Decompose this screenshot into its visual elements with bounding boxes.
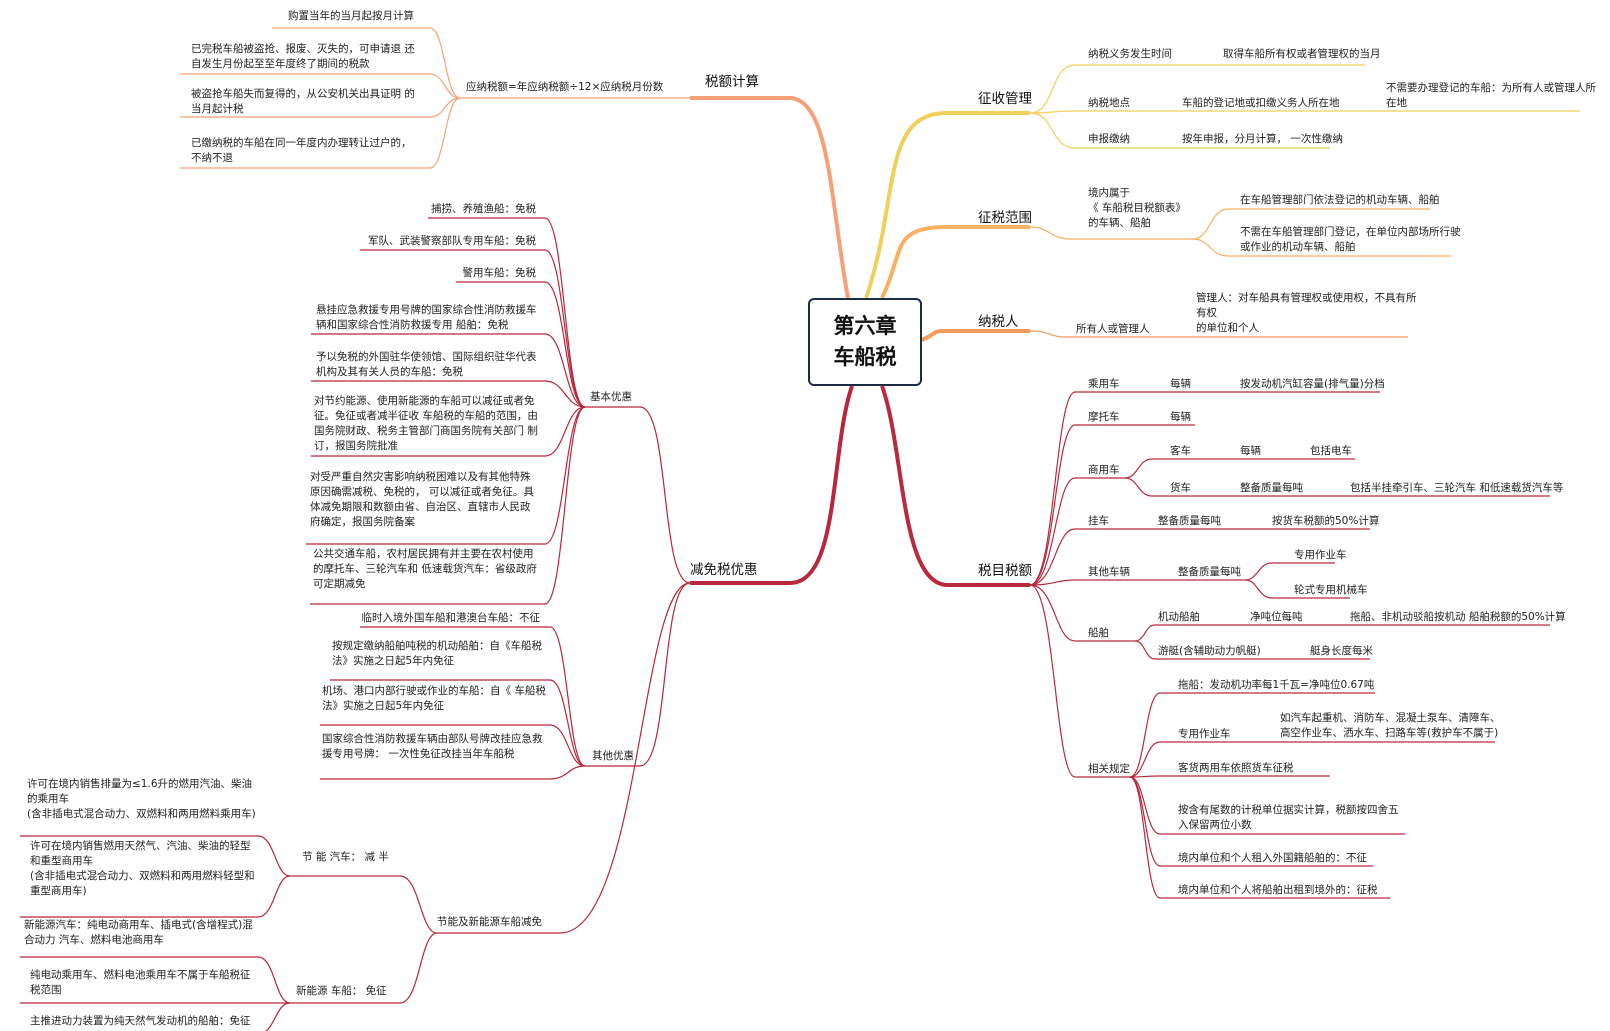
branch-scope: 征税范围 — [978, 210, 1032, 226]
root-topic: 第六章 车船税 — [808, 298, 922, 386]
basic-fishing: 捕捞、养殖渔船：免税 — [431, 203, 536, 215]
links-taxpayer — [1029, 330, 1408, 338]
relief-other: 其他优惠 — [592, 750, 634, 762]
rule-lease-out: 境内单位和个人将船舶出租到境外的：征税 — [1178, 884, 1378, 896]
collection-filing-label: 申报缴纳 — [1088, 133, 1130, 145]
basic-military: 军队、武装警察部队专用车船：免税 — [368, 235, 536, 247]
items-other-wheeled: 轮式专用机械车 — [1294, 584, 1368, 596]
items-moto: 摩托车 — [1088, 411, 1120, 423]
new-ship: 主推进动力装置为纯天然气发动机的船舶：免征 — [30, 1015, 251, 1027]
energy-new: 新能源 车船： 免征 — [296, 985, 387, 997]
items-trailer: 挂车 — [1088, 515, 1109, 527]
calc-transfer: 已缴纳税的车船在同一年度内办理转让过户的， 不纳不退 — [191, 137, 412, 164]
links-scope — [1029, 208, 1452, 257]
calc-formula: 应纳税额=年应纳税额÷12×应纳税月份数 — [466, 81, 664, 93]
basic-public-transport: 公共交通车船，农村居民拥有并主要在农村使用 的摩托车、三轮汽车和 低速载货汽车：… — [313, 548, 537, 590]
items-vessel-motor: 机动船舶 — [1158, 611, 1200, 623]
scope-unregistered: 不需在车船管理部门登记，在单位内部场所行驶 或作业的机动车辆、船舶 — [1240, 226, 1461, 253]
links-collection — [1029, 64, 1580, 149]
branch-collection: 征收管理 — [978, 91, 1032, 107]
items-passenger-note: 按发动机汽缸容量(排气量)分档 — [1240, 378, 1385, 390]
collection-filing-detail: 按年申报，分月计算， 一次性缴纳 — [1182, 133, 1343, 145]
relief-basic: 基本优惠 — [590, 391, 632, 403]
other-plate-change: 国家综合性消防救援车辆由部队号牌改挂应急救 援专用号牌： 一次性免征改挂当年车船… — [322, 733, 543, 760]
items-moto-unit: 每辆 — [1170, 411, 1191, 423]
basic-energy-saving: 对节约能源、使用新能源的车船可以减征或者免 征。免征或者减半征收 车船税的车船的… — [314, 395, 538, 452]
items-vessel-yacht-unit: 艇身长度每米 — [1310, 645, 1373, 657]
items-bus-unit: 每辆 — [1240, 445, 1261, 457]
link-root-calc — [690, 96, 850, 299]
scope-registered: 在车船管理部门依法登记的机动车辆、船舶 — [1240, 194, 1440, 206]
items-other-special: 专用作业车 — [1294, 549, 1347, 561]
items-bus-note: 包括电车 — [1310, 445, 1352, 457]
branch-relief: 减免税优惠 — [690, 562, 758, 578]
branch-items: 税目税额 — [978, 563, 1032, 579]
taxpayer-manager: 管理人：对车船具有管理权或使用权，不具有所有权 的单位和个人 — [1196, 292, 1417, 334]
branch-taxpayer: 纳税人 — [978, 314, 1019, 330]
rule-lease-in: 境内单位和个人租入外国籍船舶的：不征 — [1178, 852, 1367, 864]
link-root-items — [880, 385, 1030, 587]
items-vessel: 船舶 — [1088, 627, 1109, 639]
relief-energy: 节能及新能源车船减免 — [437, 916, 542, 928]
collection-place-detail: 车船的登记地或扣缴义务人所在地 — [1182, 97, 1340, 109]
other-temporary: 临时入境外国车船和港澳台车船：不征 — [361, 612, 541, 624]
items-vessel-motor-unit: 净吨位每吨 — [1250, 611, 1303, 623]
items-vessel-motor-note: 拖船、非机动驳船按机动 船舶税额的50%计算 — [1350, 611, 1566, 623]
link-root-relief — [690, 385, 854, 585]
items-trailer-unit: 整备质量每吨 — [1158, 515, 1221, 527]
saving-passenger: 许可在境内销售排量为≤1.6升的燃用汽油、柴油 的乘用车 (含非插电式混合动力、… — [27, 778, 256, 820]
rule-rounding: 按含有尾数的计税单位据实计算，税额按四舍五 入保留两位小数 — [1178, 804, 1399, 831]
basic-diplomatic: 予以免税的外国驻华使领馆、国际组织驻华代表 机构及其有关人员的车船：免税 — [316, 351, 537, 378]
items-other: 其他车辆 — [1088, 566, 1130, 578]
items-passenger: 乘用车 — [1088, 378, 1120, 390]
new-passenger: 纯电动乘用车、燃料电池乘用车不属于车船税征 税范围 — [30, 969, 251, 996]
link-root-collection — [864, 110, 1030, 299]
new-commercial: 新能源汽车：纯电动商用车、插电式(含增程式)混 合动力 汽车、燃料电池商用车 — [24, 919, 253, 946]
taxpayer-owner: 所有人或管理人 — [1076, 323, 1150, 335]
basic-police: 警用车船：免税 — [462, 267, 537, 279]
items-commercial: 商用车 — [1088, 464, 1120, 476]
calc-refund: 已完税车船被盗抢、报废、灭失的，可申请退 还 自发生月份起至至年度终了期间的税款 — [191, 43, 415, 70]
collection-time-detail: 取得车船所有权或者管理权的当月 — [1223, 48, 1381, 60]
items-rules: 相关规定 — [1088, 763, 1130, 775]
link-root-scope — [880, 225, 1030, 299]
links-calc — [180, 27, 690, 169]
collection-time-label: 纳税义务发生时间 — [1088, 48, 1172, 60]
collection-place-extra: 不需要办理登记的车船：为所有人或管理人所在地 — [1386, 82, 1596, 109]
basic-disaster: 对受严重自然灾害影响纳税困难以及有其他特殊 原因确需减税、免税的， 可以减征或者… — [310, 471, 534, 528]
items-passenger-unit: 每辆 — [1170, 378, 1191, 390]
items-truck-unit: 整备质量每吨 — [1240, 482, 1303, 494]
rule-special-vehicle: 专用作业车 — [1178, 728, 1231, 740]
energy-saving: 节 能 汽车： 减 半 — [302, 851, 389, 863]
link-root-taxpayer — [921, 329, 1030, 342]
items-truck: 货车 — [1170, 482, 1191, 494]
links-relief — [20, 217, 691, 1031]
calc-recovered: 被盗抢车船失而复得的，从公安机关出具证明 的 当月起计税 — [191, 88, 415, 115]
branch-calc: 税额计算 — [705, 74, 759, 90]
items-bus: 客车 — [1170, 445, 1191, 457]
calc-purchase-year: 购置当年的当月起按月计算 — [288, 10, 414, 22]
collection-place-label: 纳税地点 — [1088, 97, 1130, 109]
items-vessel-yacht: 游艇(含辅助动力帆艇) — [1158, 645, 1261, 657]
other-airport: 机场、港口内部行驶或作业的车船：自《 车船税 法》实施之日起5年内免征 — [322, 685, 546, 712]
items-other-unit: 整备质量每吨 — [1178, 566, 1241, 578]
rule-dual-use: 客货两用车依照货车征税 — [1178, 762, 1294, 774]
rule-tug: 拖船：发动机功率每1千瓦=净吨位0.67吨 — [1178, 679, 1375, 691]
saving-commercial: 许可在境内销售燃用天然气、汽油、柴油的轻型 和重型商用车 (含非插电式混合动力、… — [30, 840, 255, 897]
items-trailer-note: 按货车税额的50%计算 — [1272, 515, 1380, 527]
other-tonnage: 按规定缴纳船舶吨税的机动船舶：自《车船税 法》实施之日起5年内免征 — [332, 640, 542, 667]
scope-parent: 境内属于 《 车船税目税额表》 的车辆、船舶 — [1088, 187, 1186, 229]
basic-rescue: 悬挂应急救援专用号牌的国家综合性消防救援车 辆和国家综合性消防救援专用 船舶：免… — [316, 304, 537, 331]
items-truck-note: 包括半挂牵引车、三轮汽车 和低速载货汽车等 — [1350, 482, 1564, 494]
links-items — [1029, 391, 1550, 899]
rule-special-vehicle-note: 如汽车起重机、消防车、混凝土泵车、清障车、 高空作业车、洒水车、扫路车等(救护车… — [1280, 712, 1501, 739]
